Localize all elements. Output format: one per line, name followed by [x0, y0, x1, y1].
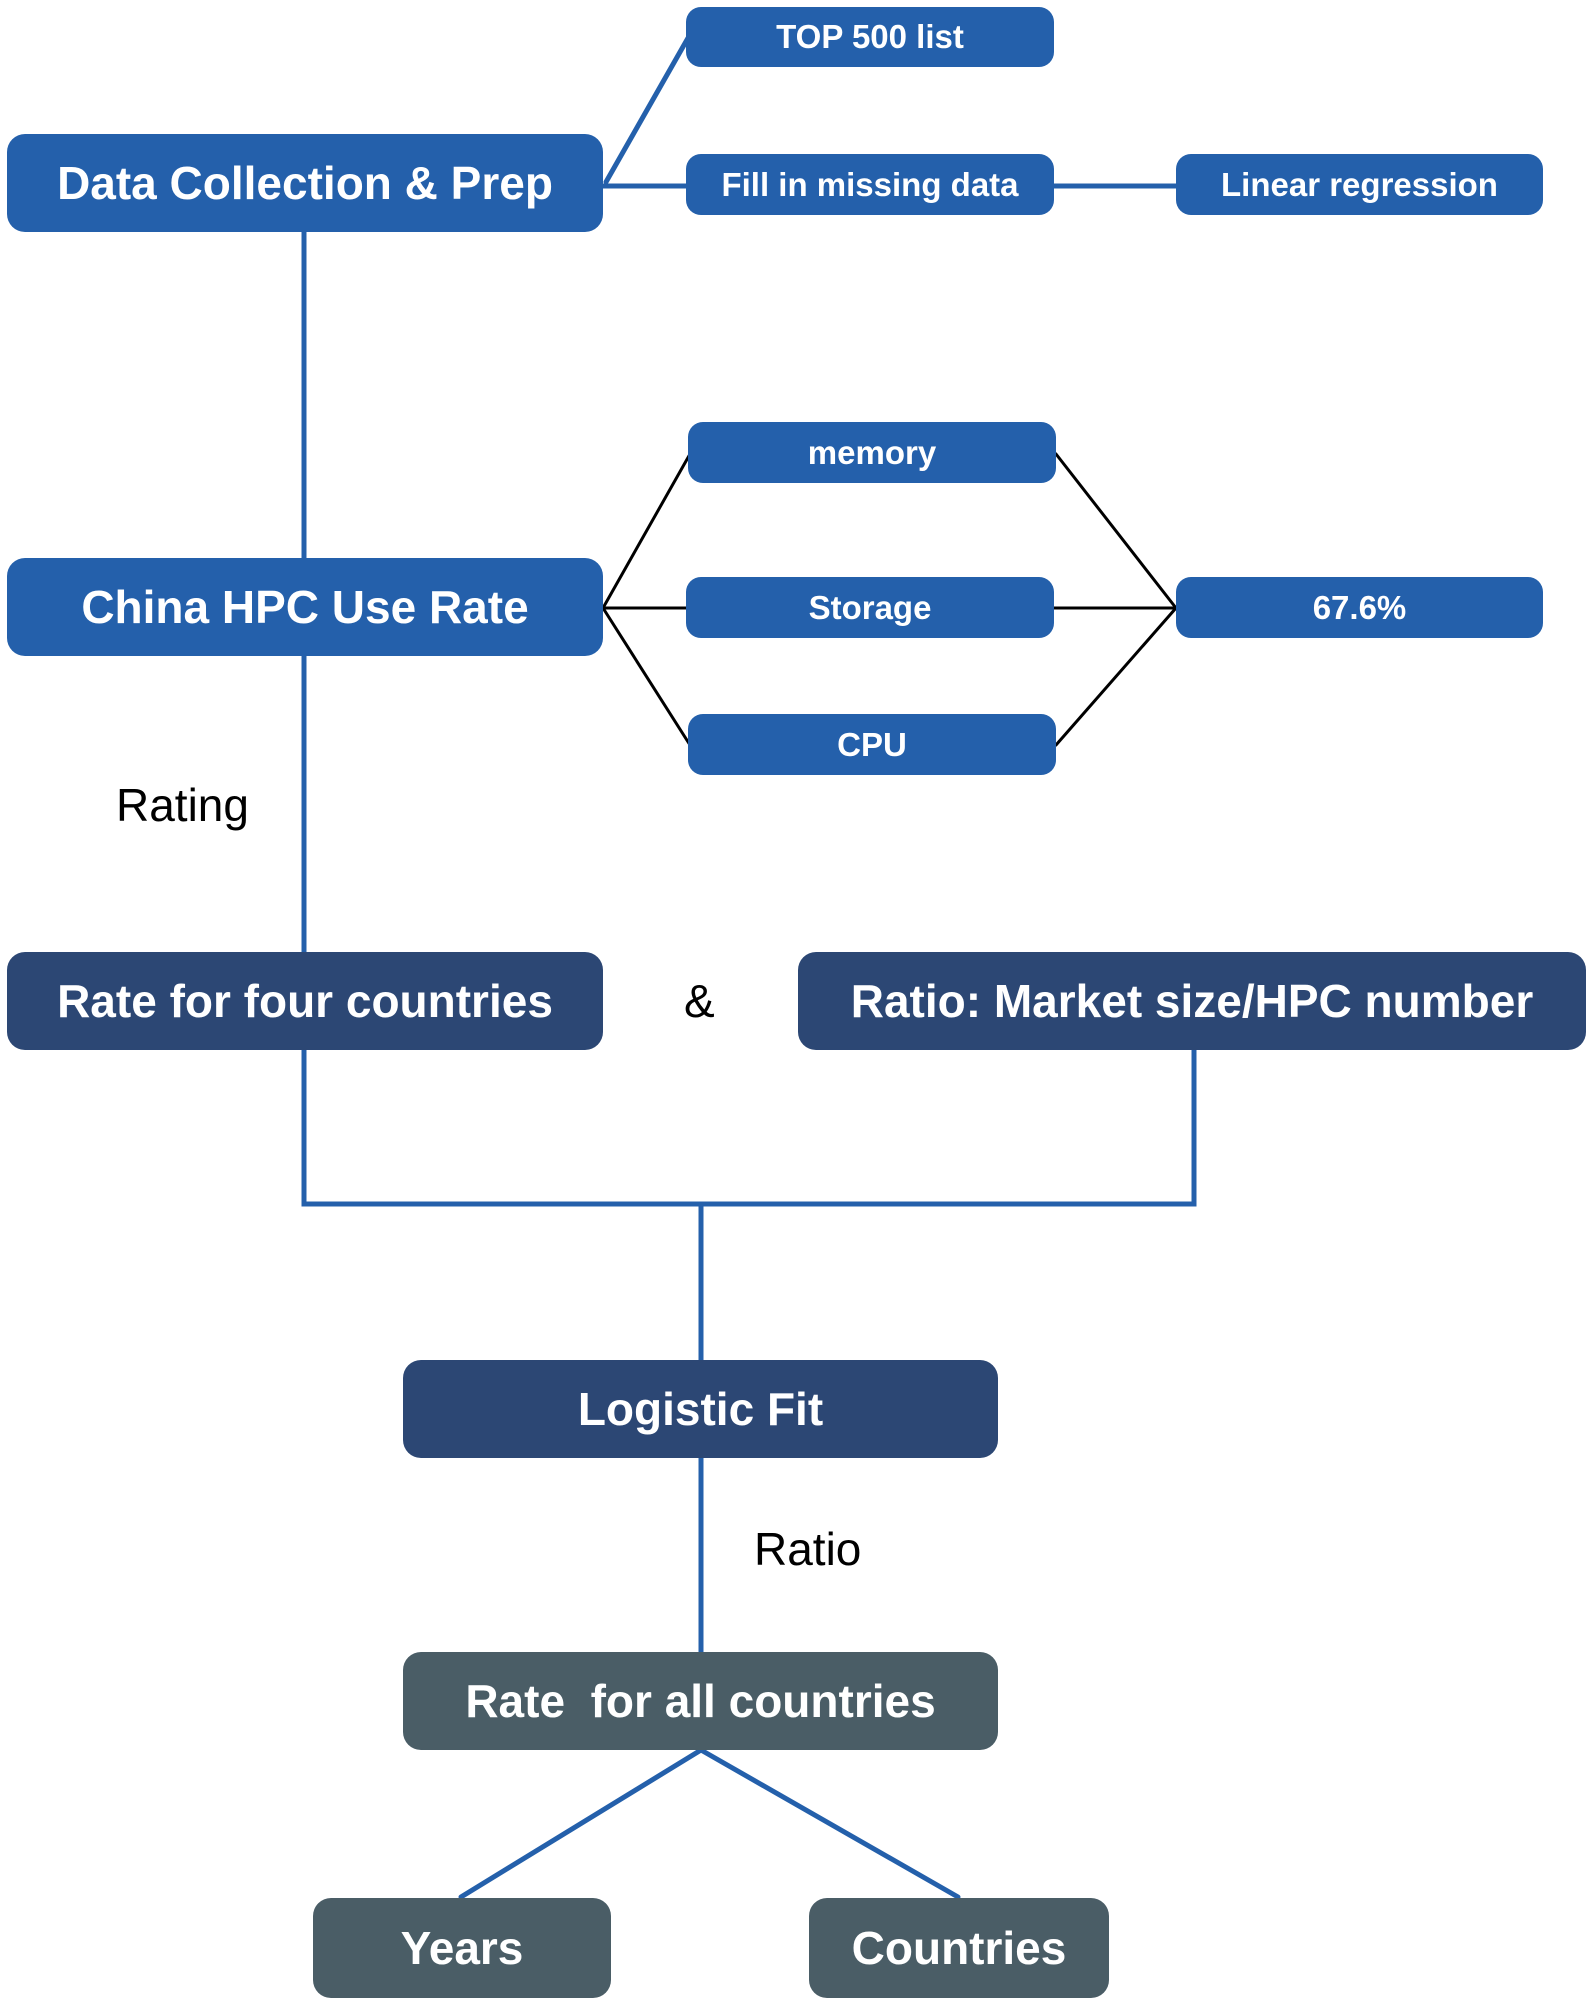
node-result-pct: 67.6%: [1176, 577, 1543, 638]
connector-china-memory: [601, 452, 692, 610]
node-china-hpc-label: China HPC Use Rate: [81, 581, 529, 633]
node-top500: TOP 500 list: [686, 7, 1054, 67]
node-countries-label: Countries: [851, 1922, 1067, 1974]
node-ratio-market: Ratio: Market size/HPC number: [798, 952, 1586, 1050]
node-result-pct-label: 67.6%: [1312, 588, 1407, 626]
connector-china-cpu: [601, 606, 692, 747]
node-storage-label: Storage: [808, 588, 932, 626]
connector-cpu-pct: [1054, 606, 1178, 747]
connector-prep-top500: [603, 35, 691, 185]
node-rate-all: Rate for all countries: [403, 1652, 998, 1750]
node-fill-missing-label: Fill in missing data: [721, 165, 1019, 203]
node-data-collection-label: Data Collection & Prep: [57, 157, 553, 209]
node-cpu: CPU: [688, 714, 1056, 775]
label-ratio: Ratio: [754, 1523, 862, 1575]
label-rating: Rating: [116, 779, 249, 831]
node-countries: Countries: [809, 1898, 1109, 1998]
node-years: Years: [313, 1898, 611, 1998]
node-rate-four-label: Rate for four countries: [57, 975, 553, 1027]
node-memory-label: memory: [807, 433, 937, 471]
connector-rateall-years: [458, 1747, 704, 1900]
node-storage: Storage: [686, 577, 1054, 638]
node-linear-regression: Linear regression: [1176, 154, 1543, 215]
node-china-hpc: China HPC Use Rate: [7, 558, 603, 656]
node-fill-missing: Fill in missing data: [686, 154, 1054, 215]
connector-merge: [301, 1050, 1197, 1207]
node-cpu-label: CPU: [837, 725, 907, 763]
node-top500-label: TOP 500 list: [776, 18, 964, 55]
connector-rateall-countries: [698, 1747, 961, 1900]
node-years-label: Years: [400, 1922, 524, 1974]
node-rate-four: Rate for four countries: [7, 952, 603, 1050]
node-memory: memory: [688, 422, 1056, 483]
node-logistic-fit: Logistic Fit: [403, 1360, 998, 1458]
connector-memory-pct: [1054, 452, 1178, 610]
node-logistic-fit-label: Logistic Fit: [577, 1383, 824, 1435]
node-ratio-market-label: Ratio: Market size/HPC number: [850, 975, 1534, 1027]
node-linear-regression-label: Linear regression: [1221, 165, 1498, 203]
label-ampersand: &: [684, 975, 715, 1027]
node-rate-all-label: Rate for all countries: [465, 1675, 936, 1727]
node-data-collection: Data Collection & Prep: [7, 134, 603, 232]
